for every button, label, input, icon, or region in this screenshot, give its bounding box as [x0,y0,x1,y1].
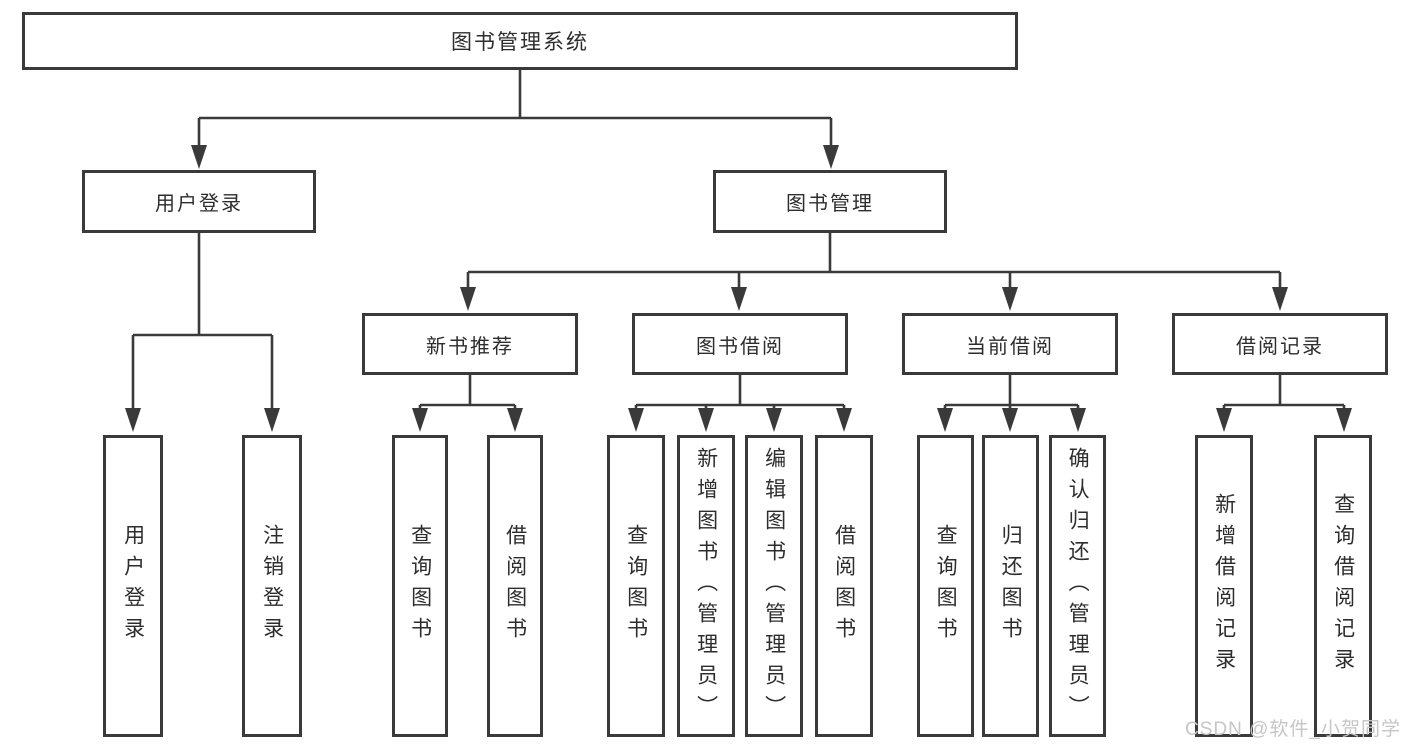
arrowhead-icon [1272,287,1288,311]
arrowhead-icon [766,408,782,432]
arrowhead-icon [264,408,280,432]
arrowhead-icon [1070,408,1086,432]
arrowhead-icon [698,408,714,432]
arrowhead-icon [507,408,523,432]
arrowhead-icon [460,287,476,311]
node-query-books: 查询图书 [607,435,665,737]
node-query-books: 查询图书 [392,435,448,737]
node-label: 查询图书 [624,524,648,648]
node-confirm-return-admin: 确认归还（管理员） [1049,435,1106,737]
arrowhead-icon [1336,408,1352,432]
node-book-management: 图书管理 [713,170,947,233]
node-add-borrow-record: 新增借阅记录 [1195,435,1253,737]
node-new-book-recommendation: 新书推荐 [362,313,578,375]
node-user-login: 用户登录 [82,170,316,233]
node-edit-books-admin: 编辑图书（管理员） [745,435,803,737]
node-library-management-system: 图书管理系统 [22,12,1018,70]
node-borrow-books: 借阅图书 [815,435,873,737]
arrowheads [125,145,1352,432]
node-logout-action: 注销登录 [242,435,302,737]
node-return-books: 归还图书 [982,435,1039,737]
arrowhead-icon [937,408,953,432]
node-label: 查询图书 [934,524,958,648]
arrowhead-icon [125,408,141,432]
node-label: 新增借阅记录 [1212,493,1236,679]
node-label: 查询图书 [408,524,432,648]
arrowhead-icon [628,408,644,432]
node-book-borrowing: 图书借阅 [632,313,848,375]
node-label: 确认归还（管理员） [1066,446,1090,726]
node-query-borrow-record: 查询借阅记录 [1314,435,1372,737]
node-current-borrowing: 当前借阅 [902,313,1118,375]
arrowhead-icon [1002,408,1018,432]
node-label: 用户登录 [121,524,145,648]
arrowhead-icon [836,408,852,432]
node-label: 借阅图书 [503,524,527,648]
csdn-watermark: CSDN @软件_小贺同学 [1185,719,1401,740]
node-label: 注销登录 [260,524,284,648]
node-add-books-admin: 新增图书（管理员） [677,435,735,737]
node-borrow-books: 借阅图书 [487,435,543,737]
node-query-books: 查询图书 [917,435,974,737]
arrowhead-icon [191,145,207,169]
arrowhead-icon [731,287,747,311]
node-borrowing-records: 借阅记录 [1172,313,1388,375]
node-label: 查询借阅记录 [1331,493,1355,679]
arrowhead-icon [1002,287,1018,311]
arrowhead-icon [823,145,839,169]
arrowhead-icon [1216,408,1232,432]
node-label: 新增图书（管理员） [694,446,718,726]
node-user-login-action: 用户登录 [103,435,163,737]
arrowhead-icon [412,408,428,432]
node-label: 归还图书 [999,524,1023,648]
node-label: 借阅图书 [832,524,856,648]
node-label: 编辑图书（管理员） [762,446,786,726]
